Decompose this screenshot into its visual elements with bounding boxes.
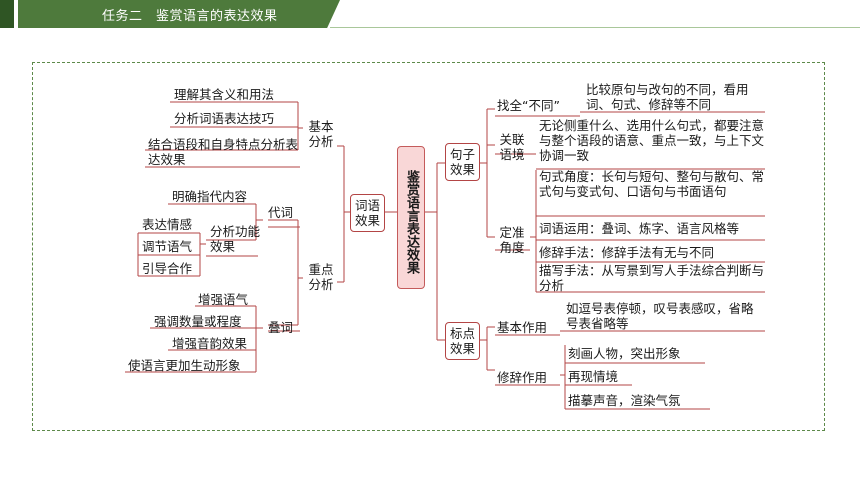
header-line xyxy=(330,27,860,28)
pronoun-func-label-visible: 分析功能效果 xyxy=(210,224,261,254)
header-bar: 任务二 鉴赏语言的表达效果 xyxy=(0,0,860,28)
func-item-2: 调节语气 xyxy=(142,239,193,254)
context-label: 关联语境 xyxy=(499,132,525,162)
sentence-effect-node: 句子效果 xyxy=(445,143,480,181)
header-stripe xyxy=(0,0,14,28)
pronoun-item: 明确指代内容 xyxy=(172,189,248,204)
angle-item-1: 句式角度：长句与短句、整句与散句、常式句与变式句、口语句与书面语句 xyxy=(539,169,765,199)
rhetoric-item-2: 再现情境 xyxy=(568,369,619,384)
basic-analysis-label: 基本分析 xyxy=(308,119,334,149)
angle-item-3: 修辞手法：修辞手法有无与不同 xyxy=(539,245,715,260)
pronoun-label: 代词 xyxy=(268,205,294,220)
repeat-item-1: 增强语气 xyxy=(198,292,249,307)
page-title: 任务二 鉴赏语言的表达效果 xyxy=(102,9,278,24)
repeat-item-4: 使语言更加生动形象 xyxy=(128,358,241,373)
punct-basic-label: 基本作用 xyxy=(497,320,548,335)
context-text: 无论侧重什么、选用什么句式，都要注意与整个语段的语意、重点一致，与上下文协调一致 xyxy=(539,118,765,163)
repeat-item-3: 增强音韵效果 xyxy=(172,336,248,351)
angle-label: 定准角度 xyxy=(499,225,525,255)
basic-item-2: 分析词语表达技巧 xyxy=(174,111,275,126)
find-diff-text: 比较原句与改句的不同，看用词、句式、修辞等不同 xyxy=(586,82,749,112)
punct-basic-text: 如逗号表停顿，叹号表感叹，省略号表省略等 xyxy=(566,301,754,331)
root-node: 鉴赏语言表达效果 xyxy=(397,146,425,289)
focus-analysis-label: 重点分析 xyxy=(308,262,334,292)
repeat-item-2: 强调数量或程度 xyxy=(154,314,242,329)
rhetoric-item-1: 刻画人物，突出形象 xyxy=(568,346,681,361)
punct-rhetoric-label: 修辞作用 xyxy=(497,370,548,385)
word-effect-node: 词语效果 xyxy=(350,194,385,232)
basic-item-1: 理解其含义和用法 xyxy=(174,87,275,102)
angle-item-4: 描写手法：从写景到写人手法综合判断与分析 xyxy=(539,263,765,293)
func-item-3: 引导合作 xyxy=(142,261,193,276)
mindmap-frame xyxy=(32,62,825,431)
header-band xyxy=(18,0,340,28)
find-diff-label: 找全“不同” xyxy=(497,98,560,113)
angle-item-2: 词语运用：叠词、炼字、语言风格等 xyxy=(539,221,740,236)
punct-effect-node: 标点效果 xyxy=(445,322,480,360)
func-item-1: 表达情感 xyxy=(142,217,193,232)
rhetoric-item-3: 描摹声音，渲染气氛 xyxy=(568,393,681,408)
repeat-label: 叠词 xyxy=(268,320,294,335)
basic-item-3: 结合语段和自身特点分析表达效果 xyxy=(148,137,299,167)
